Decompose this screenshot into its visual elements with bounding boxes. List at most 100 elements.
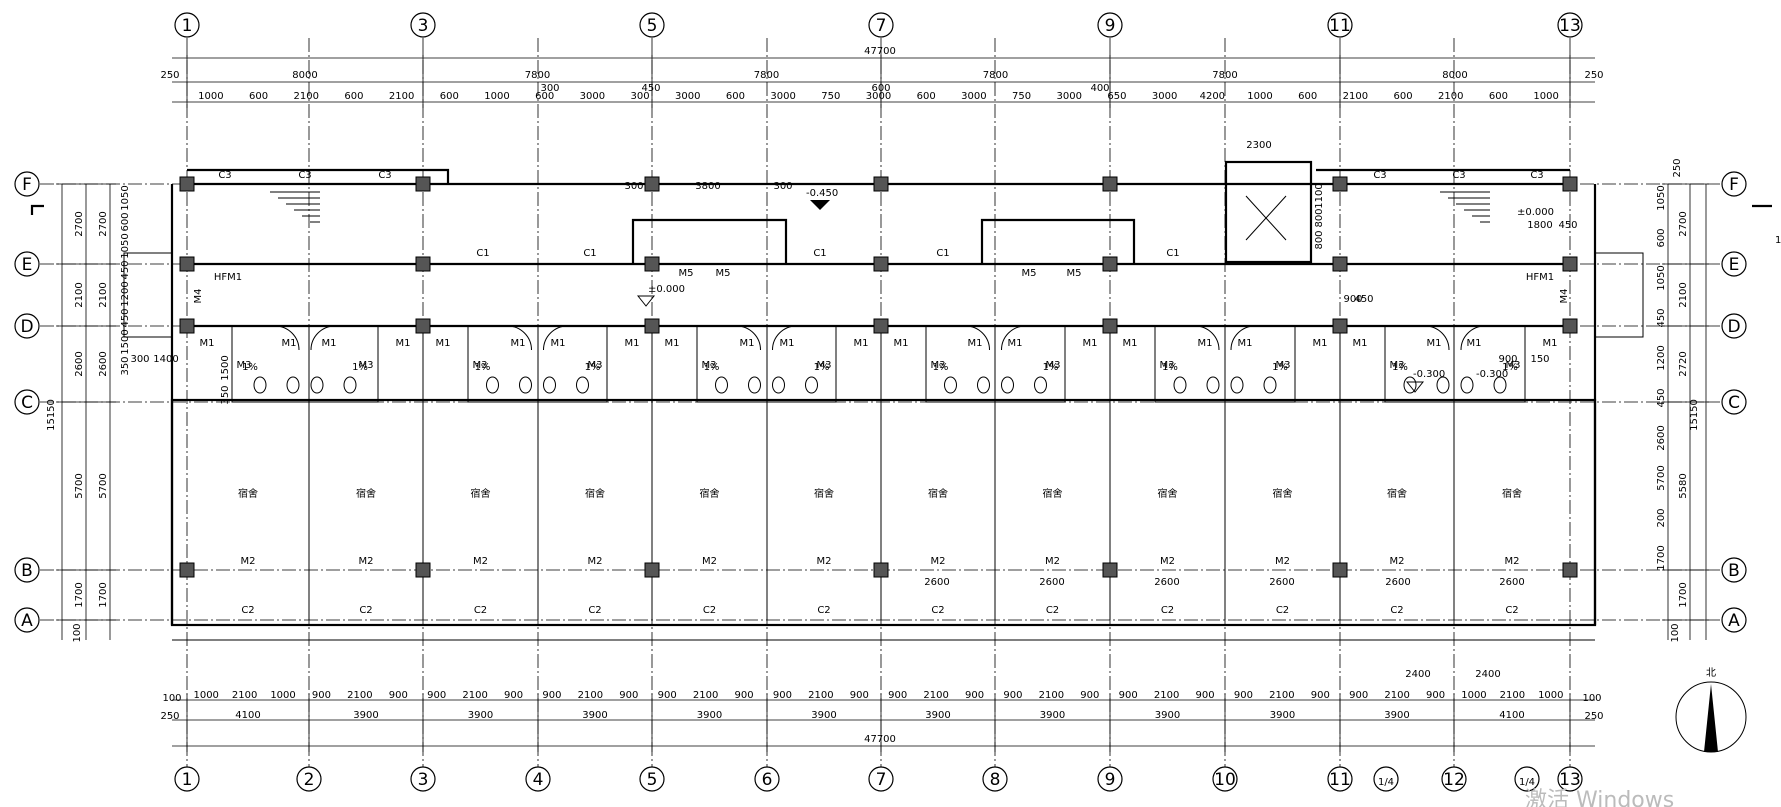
window-label-c2: C2 bbox=[817, 605, 830, 616]
door-label-m1: M1 bbox=[1198, 338, 1213, 349]
dim-bottom-detail: 900 bbox=[542, 690, 561, 701]
dim-right-outer: 2100 bbox=[1678, 282, 1689, 307]
dim-right-inner: 600 bbox=[1656, 228, 1667, 247]
section-marker-left bbox=[30, 204, 44, 215]
dim-corridor-2600: 2600 bbox=[1269, 577, 1294, 588]
window-label-c2: C2 bbox=[1161, 605, 1174, 616]
dim-top-detail: 600 bbox=[1394, 91, 1413, 102]
grid-axes bbox=[40, 38, 1720, 768]
axis-bubble-bottom bbox=[174, 766, 200, 792]
window-label-c2: C2 bbox=[241, 605, 254, 616]
dim-stair: 1800 bbox=[1527, 220, 1552, 231]
door-label-m3: M3 bbox=[1046, 360, 1061, 371]
toilet-slope: 1% bbox=[1043, 362, 1059, 373]
axis-label-right: F bbox=[1729, 175, 1739, 195]
dim-top-detail: 2100 bbox=[1343, 91, 1368, 102]
dim-left-outer: 2600 bbox=[74, 351, 85, 376]
room-label: 宿舍 bbox=[1158, 487, 1178, 500]
fixture-wc bbox=[543, 376, 556, 394]
dim-top-detail: 1000 bbox=[484, 91, 509, 102]
dim-stair: 450 bbox=[1558, 220, 1577, 231]
fixture-wc bbox=[1173, 376, 1187, 394]
axis-bubble-right bbox=[1721, 389, 1747, 415]
west-entry-porch bbox=[123, 252, 173, 338]
room-label: 宿舍 bbox=[1387, 487, 1407, 500]
window-label-c2: C2 bbox=[1390, 605, 1403, 616]
axis-label-right: C bbox=[1728, 393, 1740, 413]
structural-column bbox=[873, 176, 889, 192]
door-swing bbox=[543, 325, 568, 351]
axis-label-left: D bbox=[20, 317, 33, 337]
door-swing bbox=[1230, 325, 1256, 351]
door-label-m1: M1 bbox=[1123, 338, 1138, 349]
door-label-m1: M1 bbox=[551, 338, 566, 349]
dim-bottom-detail: 900 bbox=[504, 690, 523, 701]
toilet-slope: 1% bbox=[475, 362, 491, 373]
axis-label-top: 13 bbox=[1559, 16, 1581, 36]
dim-bottom-detail: 900 bbox=[1195, 690, 1214, 701]
fixture-wc bbox=[486, 376, 499, 394]
dim-right-edge: 250 bbox=[1672, 158, 1683, 177]
window-label-c2: C2 bbox=[931, 605, 944, 616]
dim-right-inner: 1050 bbox=[1656, 185, 1667, 210]
dim-bottom-bay: 4100 bbox=[235, 710, 260, 721]
dim-bottom-bay: 3900 bbox=[697, 710, 722, 721]
dim-bottom-detail: 900 bbox=[773, 690, 792, 701]
extra-dim-1: 2400 bbox=[1405, 669, 1430, 680]
dim-left-misc: 350 bbox=[220, 385, 231, 404]
axis-label-top: 7 bbox=[876, 16, 887, 36]
axis-label-bottom: 8 bbox=[990, 770, 1001, 790]
dim-top-detail: 750 bbox=[821, 91, 840, 102]
door-label-m2: M2 bbox=[1045, 556, 1060, 567]
dim-top-small: 300 bbox=[540, 83, 559, 94]
axis-label-bottom: 2 bbox=[304, 770, 315, 790]
dim-left-outer: 5700 bbox=[74, 473, 85, 498]
dim-bottom-detail: 1000 bbox=[270, 690, 295, 701]
axis-label-left: C bbox=[21, 393, 33, 413]
dim-bottom-detail: 900 bbox=[1080, 690, 1099, 701]
axis-label-bottom: 11 bbox=[1329, 770, 1351, 790]
axis-bubble-top bbox=[868, 12, 894, 38]
window-label-c3: C3 bbox=[298, 170, 311, 181]
structural-column bbox=[1332, 318, 1348, 334]
bottom-edge-left: 250 bbox=[160, 711, 179, 722]
dim-right-inner: 1700 bbox=[1656, 545, 1667, 570]
dim-bottom-detail: 900 bbox=[888, 690, 907, 701]
dim-top-bay: 7800 bbox=[1212, 70, 1237, 81]
dim-bottom-bay: 4100 bbox=[1499, 710, 1524, 721]
axis-bubble-left bbox=[14, 171, 40, 197]
dim-right-inner: 1200 bbox=[1656, 345, 1667, 370]
dim-bottom-detail: 900 bbox=[965, 690, 984, 701]
door-label-m3: M3 bbox=[588, 360, 603, 371]
dim-bottom-bay: 3900 bbox=[353, 710, 378, 721]
window-label-c1: C1 bbox=[1166, 248, 1179, 259]
toilet-slope: 1% bbox=[704, 362, 720, 373]
fixture-wc bbox=[944, 376, 957, 394]
right-overall-dim: 15150 bbox=[1689, 399, 1700, 431]
fire-door-right: HFM1 bbox=[1526, 272, 1554, 283]
structural-column bbox=[644, 176, 660, 192]
dim-bottom-detail: 2100 bbox=[1384, 690, 1409, 701]
fixture-wc bbox=[1493, 376, 1507, 394]
axis-bubble-bottom bbox=[296, 766, 322, 792]
entry-vestibule bbox=[980, 218, 1136, 264]
dim-bottom-detail: 900 bbox=[734, 690, 753, 701]
window-label-c3: C3 bbox=[378, 170, 391, 181]
door-label-m2: M2 bbox=[473, 556, 488, 567]
dim-top-detail: 4200 bbox=[1200, 91, 1225, 102]
door-label-m2: M2 bbox=[359, 556, 374, 567]
axis-label-bottom: 6 bbox=[762, 770, 773, 790]
dim-bottom-bay: 3900 bbox=[1040, 710, 1065, 721]
dim-stair: 450 bbox=[1354, 294, 1373, 305]
structural-column bbox=[1332, 562, 1348, 578]
door-label-m2: M2 bbox=[1390, 556, 1405, 567]
structural-column bbox=[179, 562, 195, 578]
window-label-c3: C3 bbox=[1452, 170, 1465, 181]
dim-bottom-detail: 2100 bbox=[923, 690, 948, 701]
door-label-m2: M2 bbox=[817, 556, 832, 567]
door-label-m5: M5 bbox=[716, 268, 731, 279]
door-label-m5: M5 bbox=[679, 268, 694, 279]
axis-bubble-bottom bbox=[1514, 766, 1540, 792]
toilet-slope: 1% bbox=[814, 362, 830, 373]
